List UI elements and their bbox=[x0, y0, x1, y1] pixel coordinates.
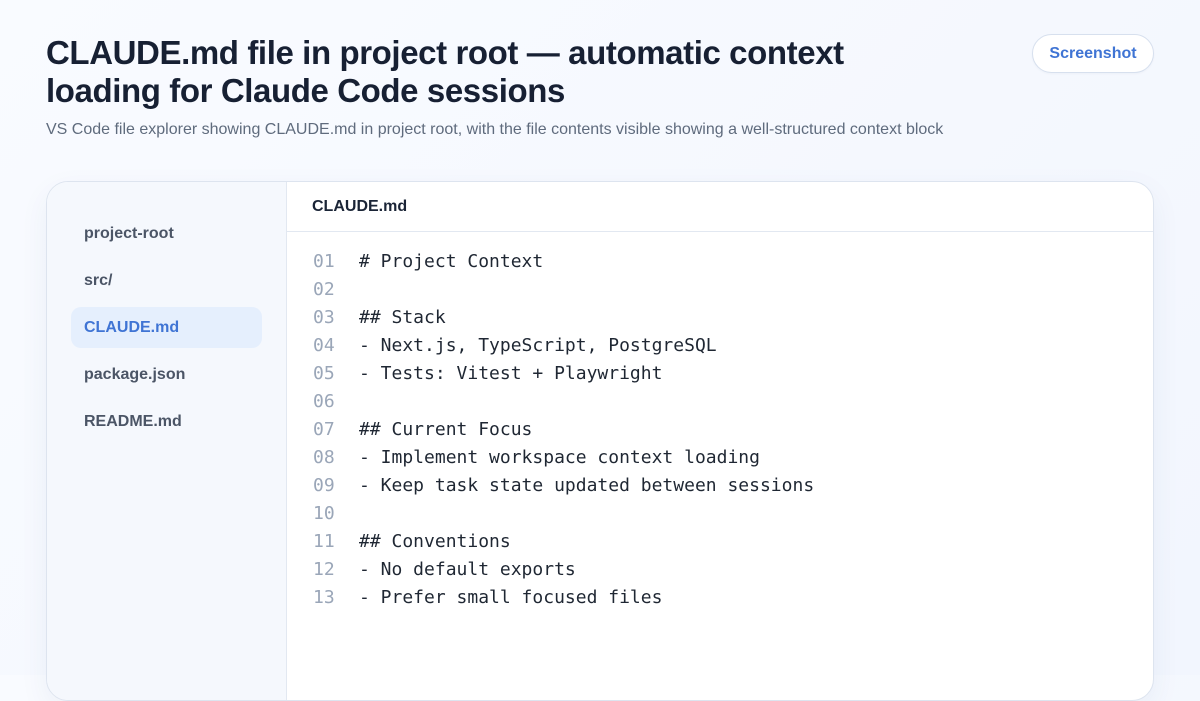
code-line: 06 bbox=[287, 388, 1153, 416]
line-number: 05 bbox=[313, 363, 335, 384]
file-explorer: project-root src/ CLAUDE.md package.json… bbox=[47, 182, 287, 700]
explorer-item-package-json[interactable]: package.json bbox=[84, 365, 186, 383]
line-text: - Tests: Vitest + Playwright bbox=[359, 363, 663, 384]
code-line: 03 ## Stack bbox=[287, 304, 1153, 332]
editor-pane: CLAUDE.md 01 # Project Context 02 03 ## Stac… bbox=[287, 182, 1153, 700]
code-line: 10 bbox=[287, 500, 1153, 528]
code-line: 07 ## Current Focus bbox=[287, 416, 1153, 444]
code-line: 02 bbox=[287, 276, 1153, 304]
line-text: - No default exports bbox=[359, 559, 576, 580]
line-text: ## Conventions bbox=[359, 531, 511, 552]
page-title: CLAUDE.md file in project root — automat… bbox=[46, 34, 844, 109]
code-line: 09 - Keep task state updated between sess… bbox=[287, 472, 1153, 500]
code-line: 08 - Implement workspace context loading bbox=[287, 444, 1153, 472]
line-text: - Next.js, TypeScript, PostgreSQL bbox=[359, 335, 717, 356]
line-number: 01 bbox=[313, 251, 335, 272]
line-number: 02 bbox=[313, 279, 335, 300]
line-number: 08 bbox=[313, 447, 335, 468]
line-text: - Keep task state updated between sessio… bbox=[359, 475, 815, 496]
code-line: 12 - No default exports bbox=[287, 556, 1153, 584]
line-number: 07 bbox=[313, 419, 335, 440]
screenshot-badge[interactable]: Screenshot bbox=[1032, 34, 1154, 73]
code-area[interactable]: 01 # Project Context 02 03 ## Stack 04 - Next.… bbox=[287, 248, 1153, 612]
line-number: 11 bbox=[313, 531, 335, 552]
editor-tab-claude-md[interactable]: CLAUDE.md bbox=[287, 182, 1153, 232]
explorer-item-claude-md[interactable]: CLAUDE.md bbox=[71, 307, 262, 348]
code-line: 13 - Prefer small focused files bbox=[287, 584, 1153, 612]
editor-window: project-root src/ CLAUDE.md package.json… bbox=[46, 181, 1154, 701]
line-number: 03 bbox=[313, 307, 335, 328]
line-text: ## Current Focus bbox=[359, 419, 533, 440]
line-text: ## Stack bbox=[359, 307, 446, 328]
line-text: - Implement workspace context loading bbox=[359, 447, 760, 468]
line-text: # Project Context bbox=[359, 251, 544, 272]
line-number: 13 bbox=[313, 587, 335, 608]
code-line: 11 ## Conventions bbox=[287, 528, 1153, 556]
code-line: 01 # Project Context bbox=[287, 248, 1153, 276]
line-text: - Prefer small focused files bbox=[359, 587, 663, 608]
code-line: 04 - Next.js, TypeScript, PostgreSQL bbox=[287, 332, 1153, 360]
line-number: 04 bbox=[313, 335, 335, 356]
page-subtitle: VS Code file explorer showing CLAUDE.md … bbox=[46, 121, 944, 138]
line-number: 12 bbox=[313, 559, 335, 580]
line-number: 06 bbox=[313, 391, 335, 412]
code-line: 05 - Tests: Vitest + Playwright bbox=[287, 360, 1153, 388]
explorer-item-src[interactable]: src/ bbox=[84, 271, 113, 289]
line-number: 10 bbox=[313, 503, 335, 524]
explorer-item-readme-md[interactable]: README.md bbox=[84, 412, 182, 430]
line-number: 09 bbox=[313, 475, 335, 496]
explorer-item-project-root[interactable]: project-root bbox=[84, 224, 174, 242]
